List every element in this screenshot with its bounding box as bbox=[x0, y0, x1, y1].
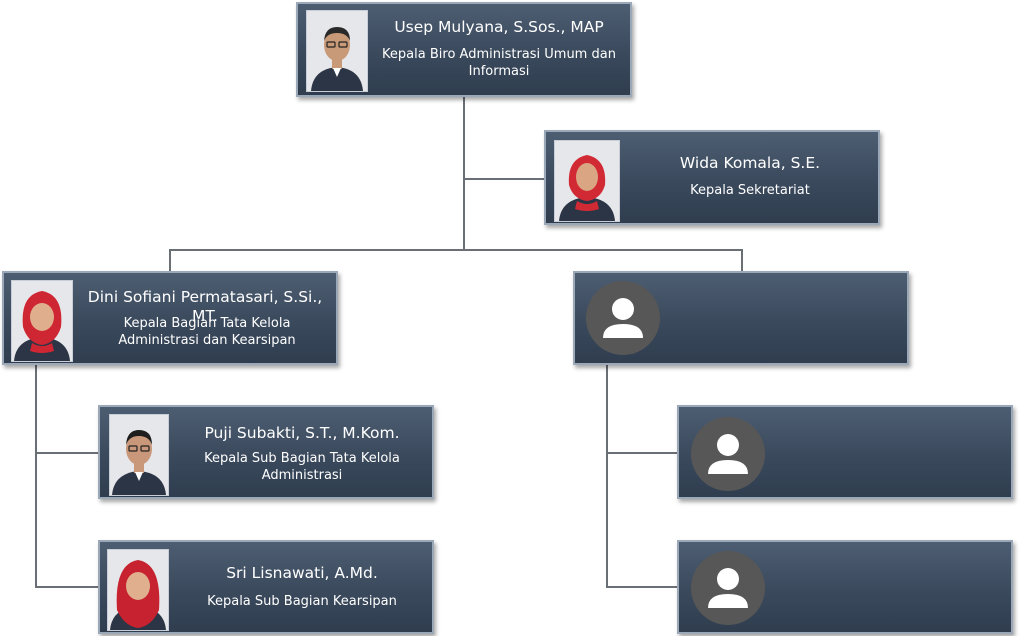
connector-head-down bbox=[463, 96, 465, 250]
person-name: Sri Lisnawati, A.Md. bbox=[226, 564, 378, 582]
connector-left-sub-1 bbox=[35, 452, 99, 454]
person-title: Kepala Sekretariat bbox=[690, 183, 810, 198]
person-photo bbox=[109, 414, 169, 496]
person-photo bbox=[107, 549, 169, 631]
connector-left-sub-2 bbox=[35, 586, 99, 588]
person-photo bbox=[554, 140, 620, 222]
person-title: Kepala Sub Bagian Tata Kelola Administra… bbox=[204, 451, 400, 483]
person-title: Kepala Sub Bagian Kearsipan bbox=[207, 594, 397, 609]
org-node-section-left: Dini Sofiani Permatasari, S.Si., MT. Kep… bbox=[2, 271, 338, 365]
connector-right-sub-1 bbox=[606, 452, 678, 454]
org-node-sub-left-1: Puji Subakti, S.T., M.Kom. Kepala Sub Ba… bbox=[98, 405, 434, 499]
person-title: Kepala Biro Administrasi Umum dan Inform… bbox=[382, 47, 616, 79]
person-name: Dini Sofiani Permatasari, S.Si., MT. bbox=[87, 288, 323, 325]
person-name: Wida Komala, S.E. bbox=[679, 154, 821, 172]
connector-left-branch-down bbox=[169, 249, 171, 271]
connector-right-section-down bbox=[606, 364, 608, 588]
person-title: Kepala Bagian Tata Kelola Administrasi d… bbox=[118, 316, 296, 348]
user-silhouette-icon bbox=[691, 551, 765, 625]
connector-to-secretariat bbox=[463, 178, 545, 180]
connector-horizontal-branch bbox=[169, 249, 743, 251]
org-node-secretariat: Wida Komala, S.E. Kepala Sekretariat bbox=[544, 130, 880, 225]
user-silhouette-icon bbox=[586, 281, 660, 355]
connector-right-branch-down bbox=[741, 249, 743, 271]
org-node-sub-right-2 bbox=[677, 540, 1013, 634]
person-photo bbox=[11, 280, 73, 362]
org-node-section-right bbox=[573, 271, 909, 365]
person-photo bbox=[306, 10, 368, 92]
org-node-head: Usep Mulyana, S.Sos., MAP Kepala Biro Ad… bbox=[296, 2, 632, 97]
org-node-sub-left-2: Sri Lisnawati, A.Md. Kepala Sub Bagian K… bbox=[98, 540, 434, 634]
user-silhouette-icon bbox=[691, 417, 765, 491]
person-name: Usep Mulyana, S.Sos., MAP bbox=[394, 18, 604, 36]
connector-left-section-down bbox=[35, 364, 37, 588]
connector-right-sub-2 bbox=[606, 586, 678, 588]
org-node-sub-right-1 bbox=[677, 405, 1013, 499]
person-name: Puji Subakti, S.T., M.Kom. bbox=[204, 424, 400, 442]
